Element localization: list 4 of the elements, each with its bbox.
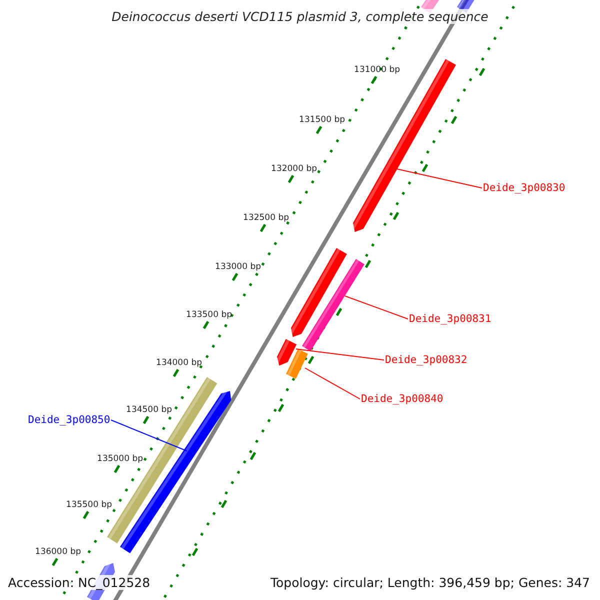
- tick-label: 136000 bp: [35, 547, 81, 557]
- tick-label: 135500 bp: [66, 500, 112, 510]
- gene-label: Deide_3p00850: [28, 414, 110, 426]
- gene-label: Deide_3p00830: [483, 182, 566, 194]
